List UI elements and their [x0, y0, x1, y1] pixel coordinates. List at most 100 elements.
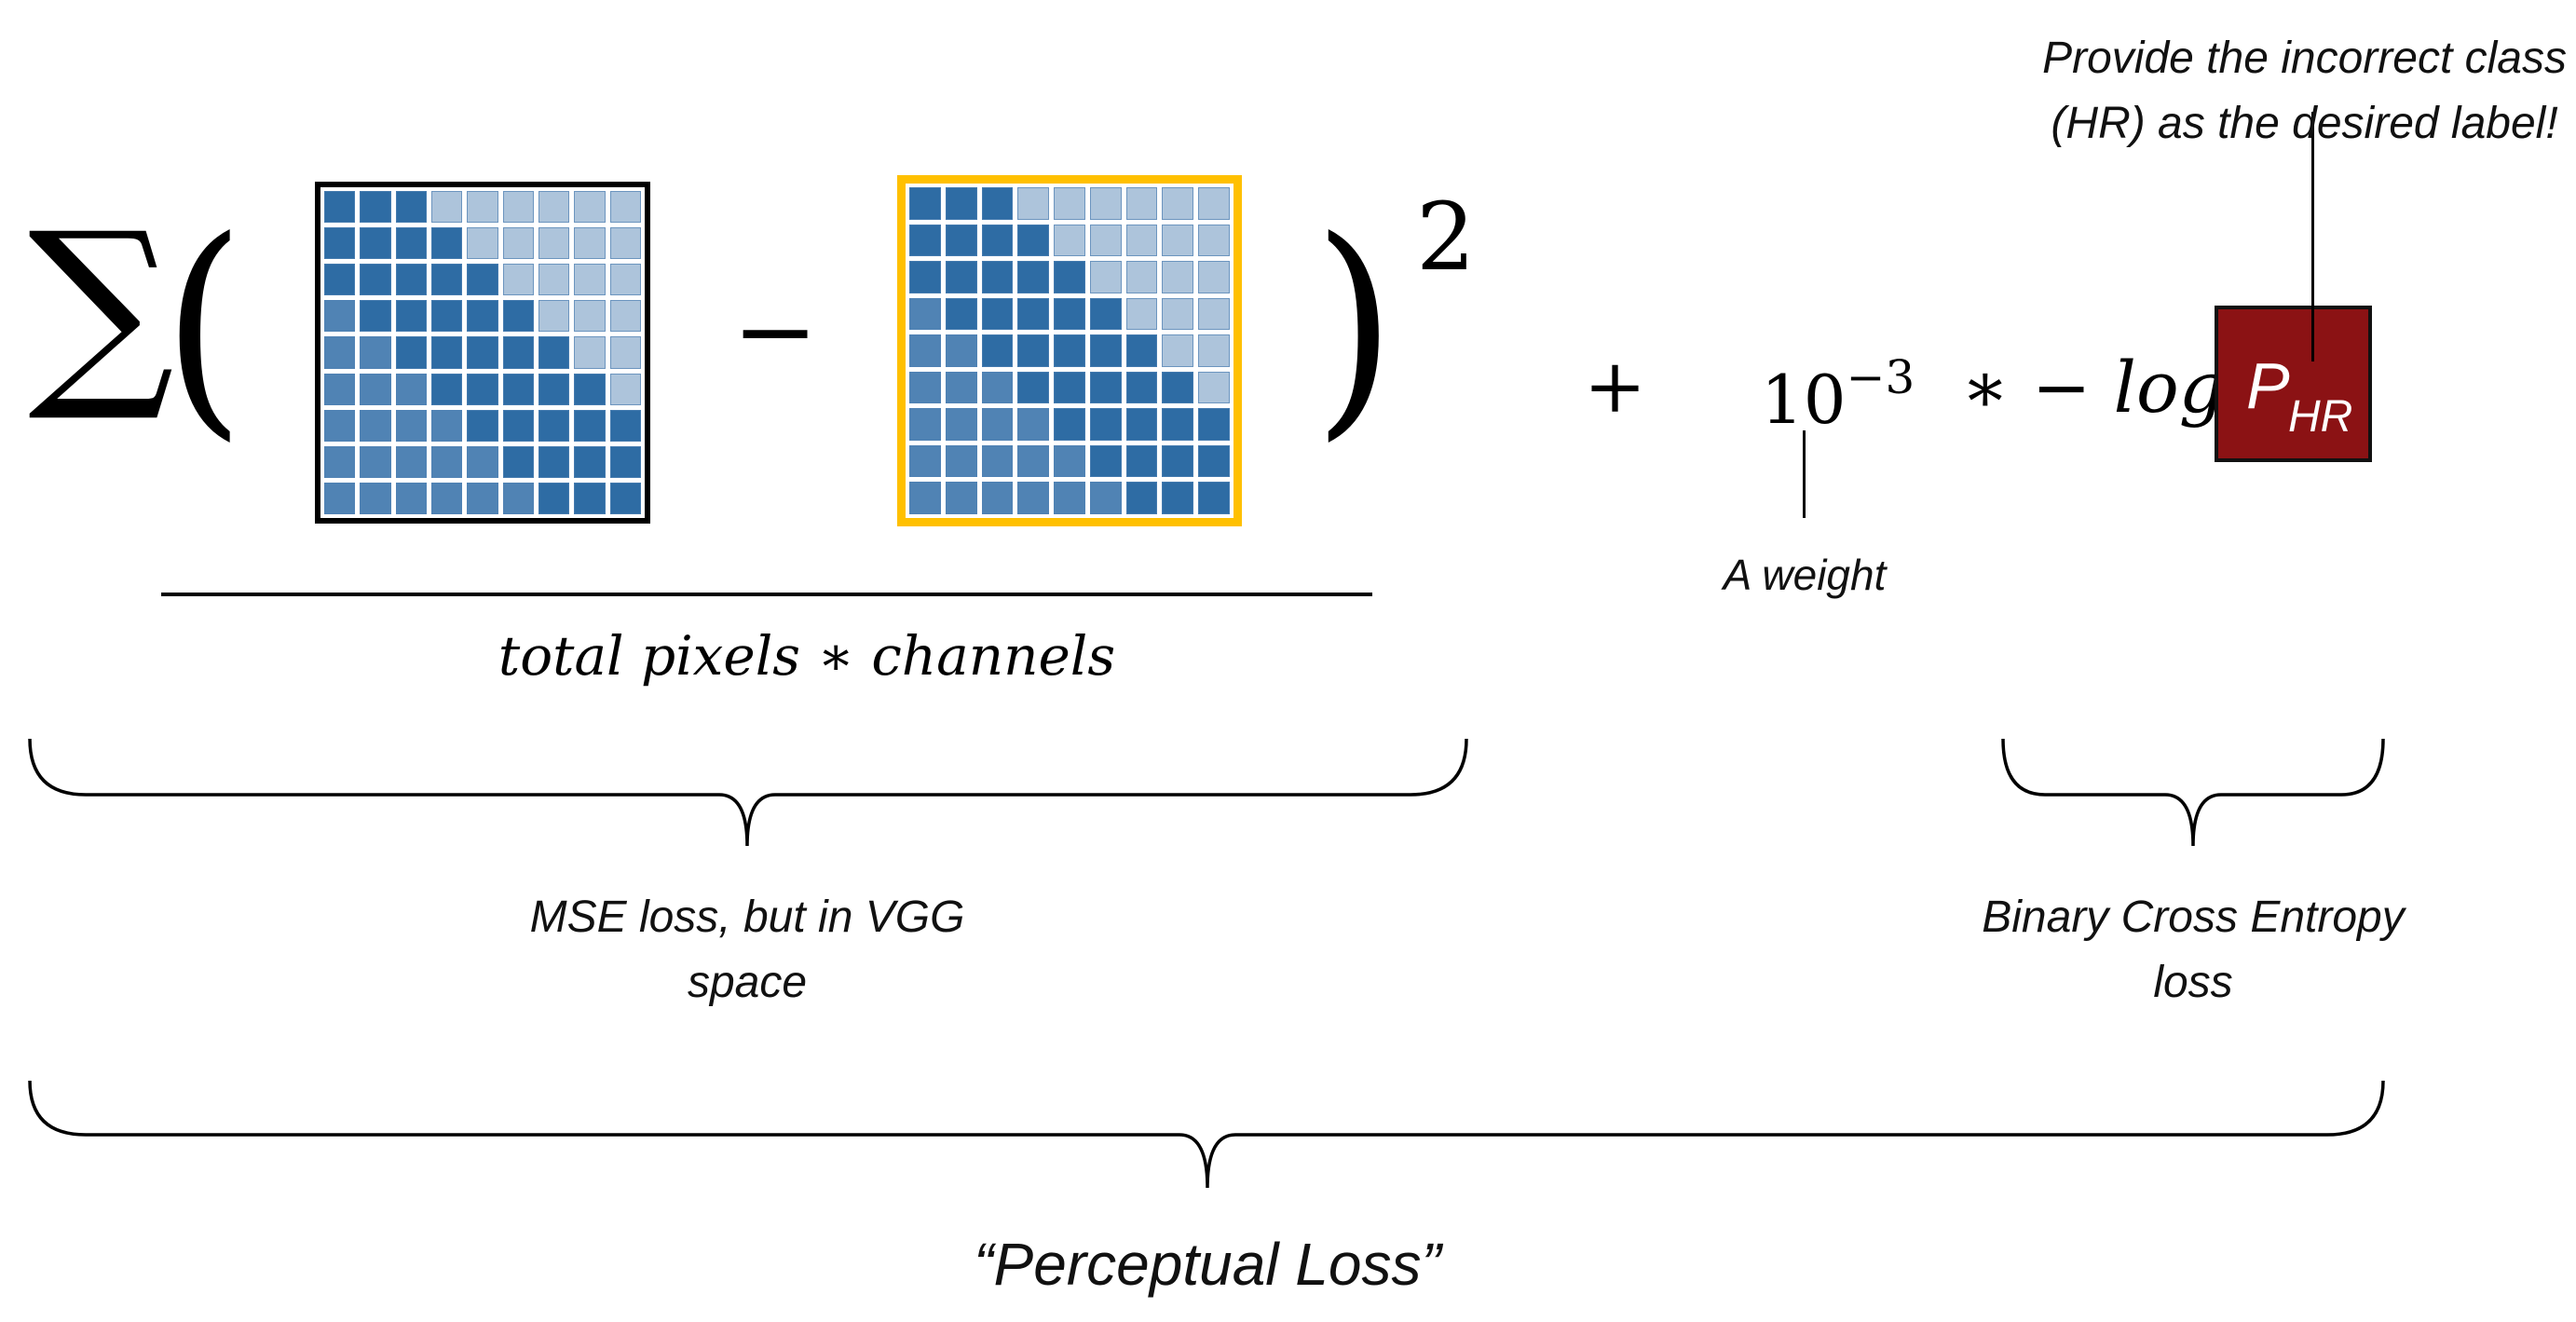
- probability-box: P HR: [2215, 306, 2372, 462]
- pixel-cell: [945, 444, 977, 478]
- pixel-cell: [395, 264, 427, 296]
- pixel-cell: [1125, 261, 1158, 293]
- pixel-cell: [395, 191, 427, 224]
- bce-label-line-1: Binary Cross Entropy: [1982, 893, 2405, 942]
- pixel-cell: [609, 227, 641, 260]
- pixel-cell: [502, 373, 534, 405]
- fraction-bar: [161, 593, 1372, 596]
- pixel-cell: [1054, 482, 1085, 514]
- pixel-cell: [502, 264, 534, 296]
- pixel-cell: [574, 445, 606, 478]
- pixel-cell: [430, 445, 463, 478]
- pixel-cell: [1054, 334, 1085, 367]
- pixel-cell: [1017, 261, 1050, 293]
- pixel-cell: [1198, 224, 1230, 257]
- pixel-cell: [1162, 187, 1194, 220]
- pixel-cell: [1198, 371, 1230, 404]
- pixel-cell: [1198, 297, 1230, 331]
- mse-label-line-2: space: [687, 958, 808, 1007]
- pixel-cell: [574, 336, 606, 369]
- pixel-cell: [945, 408, 977, 441]
- pixel-cell: [395, 482, 427, 514]
- pixel-cell: [502, 191, 534, 224]
- pixel-cell: [1089, 224, 1122, 257]
- pixel-cell: [1162, 297, 1194, 331]
- pixel-cell: [430, 336, 463, 369]
- mse-brace: [28, 738, 1468, 847]
- pixel-cell: [1054, 444, 1085, 478]
- pixel-cell: [981, 297, 1014, 331]
- pixel-cell: [574, 373, 606, 405]
- pixel-cell: [609, 445, 641, 478]
- pixel-cell: [1162, 371, 1194, 404]
- pixel-cell: [574, 300, 606, 333]
- pixel-cell: [467, 191, 498, 224]
- pixel-cell: [1125, 224, 1158, 257]
- pixel-cell: [538, 300, 570, 333]
- pixel-cell: [1089, 371, 1122, 404]
- pixel-cell: [1089, 444, 1122, 478]
- prob-symbol: P: [2246, 349, 2290, 422]
- pixel-cell: [430, 409, 463, 442]
- pixel-cell: [395, 409, 427, 442]
- pixel-cell: [1017, 408, 1050, 441]
- pixel-cell: [1125, 371, 1158, 404]
- pixel-cell: [467, 300, 498, 333]
- perceptual-brace: [28, 1080, 2385, 1189]
- pixel-cell: [981, 224, 1014, 257]
- prob-subscript: HR: [2288, 392, 2353, 442]
- pixel-cell: [324, 336, 356, 369]
- minus-sign: −: [732, 271, 819, 390]
- pixel-cell: [909, 482, 941, 514]
- pixel-cell: [609, 482, 641, 514]
- pixel-cell: [574, 409, 606, 442]
- pixel-cell: [360, 264, 391, 296]
- original-image-grid: [315, 182, 650, 524]
- pixel-cell: [1089, 297, 1122, 331]
- perceptual-loss-label: “Perceptual Loss”: [974, 1231, 1441, 1298]
- pixel-cell: [1125, 408, 1158, 441]
- pixel-cell: [1089, 482, 1122, 514]
- pixel-cell: [1017, 444, 1050, 478]
- pixel-cell: [1198, 261, 1230, 293]
- pixel-cell: [1162, 482, 1194, 514]
- pixel-cell: [1125, 334, 1158, 367]
- pixel-cell: [981, 444, 1014, 478]
- pixel-cell: [1125, 482, 1158, 514]
- mse-label-line-1: MSE loss, but in VGG: [529, 893, 965, 942]
- pixel-cell: [574, 264, 606, 296]
- pixel-cell: [538, 227, 570, 260]
- weight-label: A weight: [1723, 551, 1887, 599]
- pixel-cell: [467, 409, 498, 442]
- pixel-cell: [502, 300, 534, 333]
- pixel-cell: [395, 373, 427, 405]
- pixel-cell: [981, 371, 1014, 404]
- pixel-cell: [1089, 261, 1122, 293]
- weight-pointer-line: [1803, 430, 1806, 518]
- pixel-cell: [609, 409, 641, 442]
- pixel-cell: [324, 482, 356, 514]
- pixel-cell: [1054, 408, 1085, 441]
- pixel-cell: [467, 445, 498, 478]
- pixel-cell: [609, 373, 641, 405]
- pixel-cell: [1017, 334, 1050, 367]
- pixel-cell: [360, 300, 391, 333]
- pixel-cell: [981, 261, 1014, 293]
- pixel-cell: [324, 445, 356, 478]
- pixel-cell: [1162, 444, 1194, 478]
- pixel-cell: [981, 408, 1014, 441]
- close-paren: ): [1313, 190, 1396, 461]
- pixel-cell: [909, 371, 941, 404]
- pixel-cell: [574, 482, 606, 514]
- pixel-cell: [430, 300, 463, 333]
- pixel-cell: [1054, 261, 1085, 293]
- generated-image-grid: [897, 175, 1242, 526]
- pixel-cell: [1054, 224, 1085, 257]
- pixel-cell: [360, 409, 391, 442]
- pixel-cell: [1162, 408, 1194, 441]
- pixel-cell: [467, 264, 498, 296]
- pixel-cell: [360, 336, 391, 369]
- pixel-cell: [909, 224, 941, 257]
- pixel-cell: [430, 227, 463, 260]
